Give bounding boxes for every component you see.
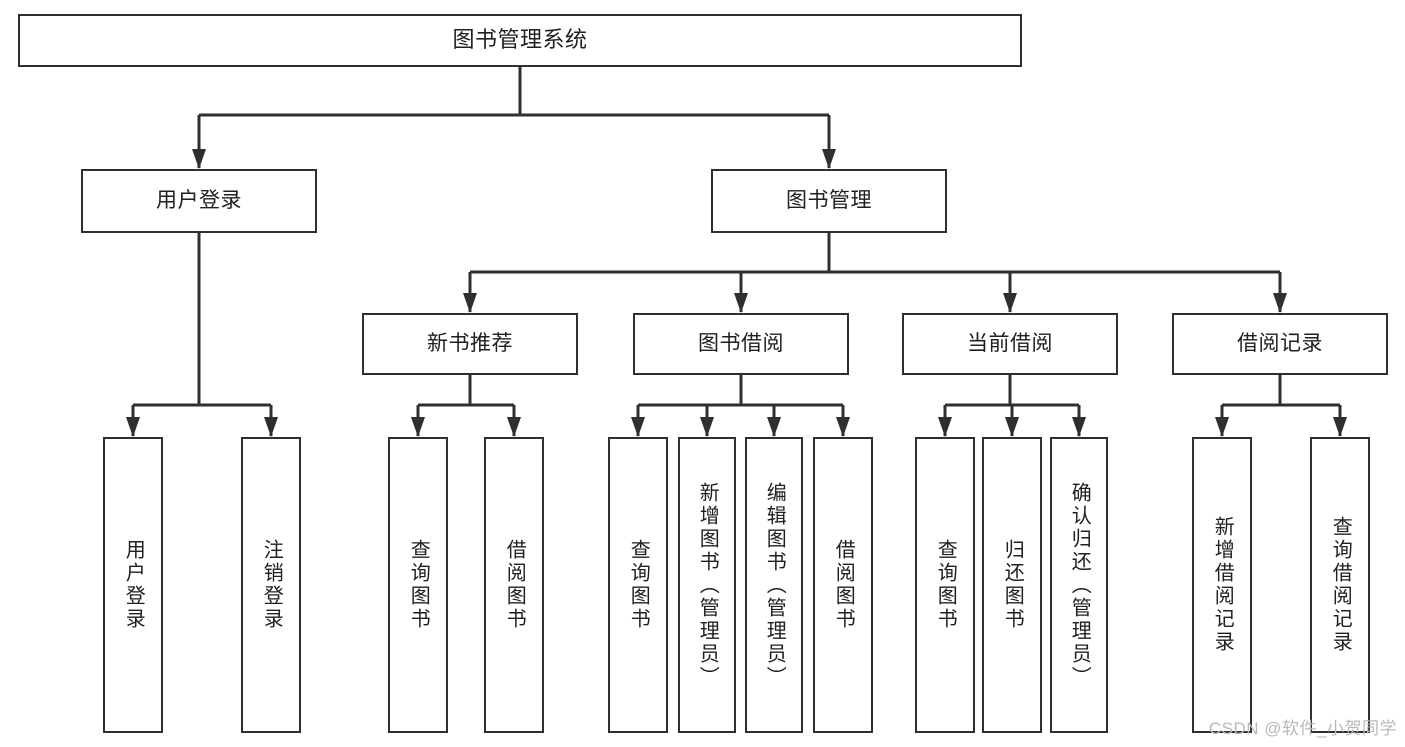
node-leaf-cur-query[interactable]: 查询图书 — [915, 437, 975, 733]
node-label: 用户登录 — [156, 189, 242, 213]
node-leaf-return-book[interactable]: 归还图书 — [982, 437, 1042, 733]
node-leaf-borrow-book[interactable]: 借阅图书 — [813, 437, 873, 733]
node-label: 借阅图书 — [832, 539, 855, 631]
node-current-borrow[interactable]: 当前借阅 — [902, 313, 1118, 375]
node-leaf-book-add[interactable]: 新增图书（管理员） — [678, 437, 736, 733]
node-label: 查询借阅记录 — [1329, 516, 1352, 654]
node-label: 归还图书 — [1001, 539, 1024, 631]
node-label: 新书推荐 — [427, 332, 513, 356]
node-new-book-rec[interactable]: 新书推荐 — [362, 313, 578, 375]
node-label: 确认归还（管理员） — [1068, 481, 1091, 689]
node-leaf-rec-borrow[interactable]: 借阅图书 — [484, 437, 544, 733]
node-borrow-record[interactable]: 借阅记录 — [1172, 313, 1388, 375]
node-leaf-user-login[interactable]: 用户登录 — [103, 437, 163, 733]
node-book-manage[interactable]: 图书管理 — [711, 169, 947, 233]
node-label: 图书借阅 — [698, 332, 784, 356]
node-label: 查询图书 — [934, 539, 957, 631]
node-label: 新增借阅记录 — [1211, 516, 1234, 654]
node-leaf-record-add[interactable]: 新增借阅记录 — [1192, 437, 1252, 733]
node-leaf-record-query[interactable]: 查询借阅记录 — [1310, 437, 1370, 733]
node-label: 图书管理系统 — [452, 27, 588, 53]
node-root[interactable]: 图书管理系统 — [18, 14, 1022, 67]
node-leaf-borrow-query[interactable]: 查询图书 — [608, 437, 668, 733]
node-label: 借阅记录 — [1237, 332, 1323, 356]
node-leaf-book-edit[interactable]: 编辑图书（管理员） — [745, 437, 803, 733]
node-label: 查询图书 — [627, 539, 650, 631]
node-label: 注销登录 — [260, 539, 283, 631]
node-label: 新增图书（管理员） — [696, 481, 719, 689]
node-user-login[interactable]: 用户登录 — [81, 169, 317, 233]
node-leaf-confirm-return[interactable]: 确认归还（管理员） — [1050, 437, 1108, 733]
node-leaf-rec-query[interactable]: 查询图书 — [388, 437, 448, 733]
node-leaf-logout[interactable]: 注销登录 — [241, 437, 301, 733]
node-book-borrow[interactable]: 图书借阅 — [633, 313, 849, 375]
node-label: 借阅图书 — [503, 539, 526, 631]
node-label: 当前借阅 — [967, 332, 1053, 356]
node-label: 查询图书 — [407, 539, 430, 631]
node-label: 编辑图书（管理员） — [763, 481, 786, 689]
node-label: 图书管理 — [786, 189, 872, 213]
node-label: 用户登录 — [122, 539, 145, 631]
